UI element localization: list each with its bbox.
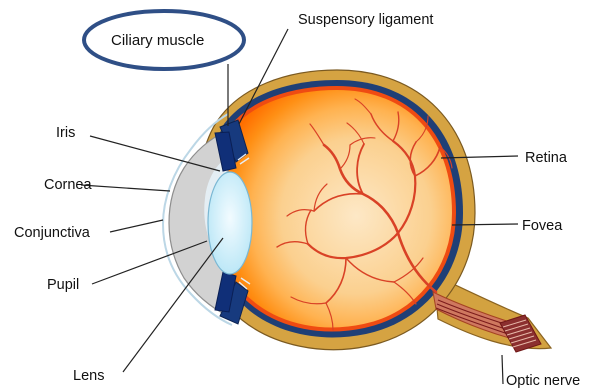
pupil-label: Pupil [47,278,79,293]
retina-label: Retina [525,151,567,166]
lens-label: Lens [73,369,104,384]
optic-nerve-label: Optic nerve [506,374,580,389]
fovea-label: Fovea [522,219,562,234]
lens [208,172,252,274]
iris-label: Iris [56,126,75,141]
conjunctiva-label: Conjunctiva [14,226,90,241]
optic-nerve-end [500,315,541,352]
cornea-label: Cornea [44,178,92,193]
suspensory-ligament-label: Suspensory ligament [298,13,433,28]
ciliary-muscle-label: Ciliary muscle [111,33,204,48]
retina [221,88,454,329]
